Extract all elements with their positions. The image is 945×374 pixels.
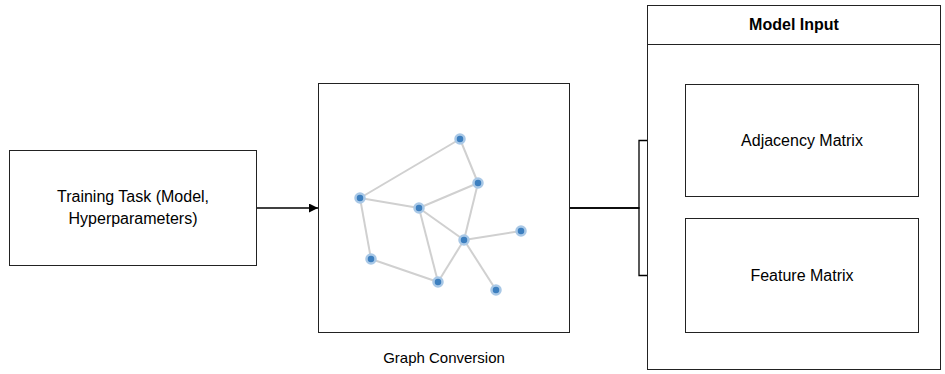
arrow-connector	[257, 207, 318, 208]
box-label: Feature Matrix	[744, 265, 859, 287]
process-box: Training Task (Model, Hyperparameters)	[9, 150, 257, 266]
group-heading: Model Input	[648, 6, 940, 45]
process-box: Adjacency Matrix	[685, 84, 919, 197]
process-box: Feature Matrix	[685, 218, 919, 333]
group-box: Model InputAdjacency MatrixFeature Matri…	[647, 5, 941, 370]
caption-text: Graph Conversion	[299, 348, 589, 368]
box-label: Adjacency Matrix	[735, 130, 869, 152]
box-label: Training Task (Model, Hyperparameters)	[10, 186, 256, 229]
graph-box: Graph Conversion	[318, 83, 570, 333]
